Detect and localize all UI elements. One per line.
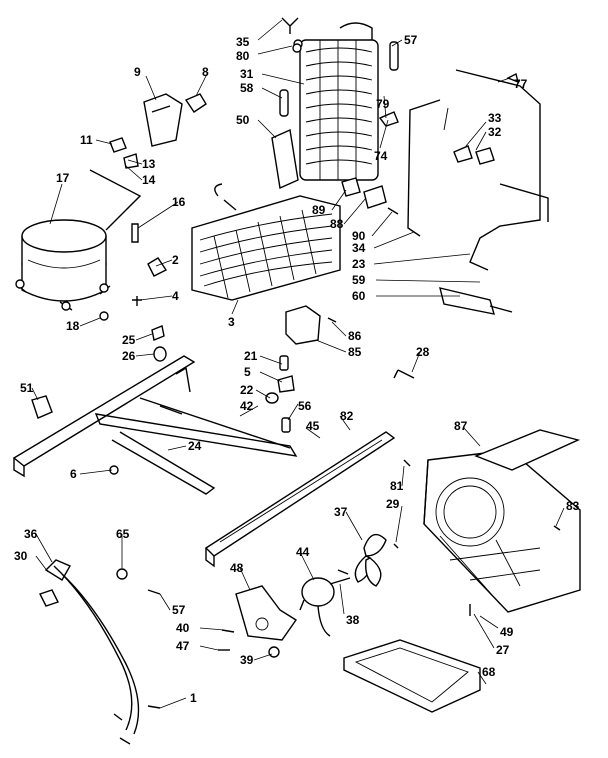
callout-38: 38 bbox=[346, 613, 360, 627]
wire-harness-part bbox=[39, 559, 140, 745]
fan-shroud-part bbox=[423, 449, 581, 613]
callout-9: 9 bbox=[134, 65, 141, 79]
motor-bracket-part bbox=[235, 585, 297, 641]
callout-58: 58 bbox=[240, 81, 254, 95]
leader-lines bbox=[31, 19, 565, 709]
relay-clips-part bbox=[99, 137, 168, 362]
callout-87: 87 bbox=[454, 419, 468, 433]
drier-part bbox=[439, 287, 513, 315]
callout-42: 42 bbox=[240, 399, 254, 413]
foot-bracket-part bbox=[31, 395, 53, 419]
callout-6: 6 bbox=[70, 467, 77, 481]
callout-11: 11 bbox=[80, 133, 93, 147]
callout-16: 16 bbox=[172, 195, 186, 209]
relay-cover-part bbox=[143, 93, 207, 147]
callout-39: 39 bbox=[240, 653, 254, 667]
callout-2: 2 bbox=[172, 253, 179, 267]
callout-31: 31 bbox=[240, 67, 254, 81]
valve-block-part bbox=[341, 177, 399, 215]
callout-28: 28 bbox=[416, 345, 430, 359]
refrigerant-tubing-part bbox=[407, 69, 549, 271]
callout-49: 49 bbox=[500, 625, 514, 639]
callout-21: 21 bbox=[244, 349, 258, 363]
callout-56: 56 bbox=[298, 399, 312, 413]
callout-47: 47 bbox=[176, 639, 190, 653]
callout-26: 26 bbox=[122, 349, 136, 363]
callout-86: 86 bbox=[348, 329, 362, 343]
callout-44: 44 bbox=[296, 545, 310, 559]
callout-36: 36 bbox=[24, 527, 38, 541]
callout-1: 1 bbox=[190, 691, 197, 705]
callout-57-top: 57 bbox=[404, 33, 418, 47]
callout-30: 30 bbox=[14, 549, 28, 563]
coil-clips-part bbox=[279, 17, 520, 127]
callout-18: 18 bbox=[66, 319, 80, 333]
condenser-coil-part bbox=[191, 183, 341, 301]
fan-blade-part bbox=[354, 533, 387, 587]
callout-45: 45 bbox=[306, 419, 320, 433]
callout-4: 4 bbox=[172, 289, 179, 303]
callout-83: 83 bbox=[566, 499, 580, 513]
callout-51: 51 bbox=[20, 381, 34, 395]
callout-13: 13 bbox=[142, 157, 156, 171]
loose-screws-part bbox=[147, 459, 561, 709]
callout-80: 80 bbox=[236, 49, 250, 63]
callout-81: 81 bbox=[390, 479, 404, 493]
callout-85: 85 bbox=[348, 345, 362, 359]
callout-77: 77 bbox=[514, 77, 528, 91]
callout-74: 74 bbox=[374, 149, 388, 163]
callout-32: 32 bbox=[488, 125, 502, 139]
callout-37: 37 bbox=[334, 505, 348, 519]
callout-89: 89 bbox=[312, 203, 326, 217]
callout-22: 22 bbox=[240, 383, 254, 397]
fastener-parts bbox=[265, 355, 415, 433]
callout-17: 17 bbox=[56, 171, 70, 185]
callout-3: 3 bbox=[228, 315, 235, 329]
evaporator-coil-part bbox=[293, 22, 379, 181]
cover-plate-part bbox=[474, 429, 581, 471]
base-frame-part bbox=[12, 355, 298, 495]
fan-motor-part bbox=[299, 577, 351, 637]
callout-29: 29 bbox=[386, 497, 400, 511]
callout-79: 79 bbox=[376, 97, 390, 111]
callout-68: 68 bbox=[482, 665, 496, 679]
callout-40: 40 bbox=[176, 621, 190, 635]
drain-pan-part bbox=[343, 639, 481, 713]
callout-27: 27 bbox=[496, 643, 510, 657]
callout-35: 35 bbox=[236, 35, 250, 49]
callout-8: 8 bbox=[202, 65, 209, 79]
callout-60: 60 bbox=[352, 289, 366, 303]
callout-50: 50 bbox=[236, 113, 250, 127]
callout-labels: 35 80 57 77 9 8 31 58 79 33 32 50 74 11 … bbox=[14, 33, 580, 705]
mounting-bracket-part bbox=[285, 305, 337, 345]
bracket-part bbox=[271, 128, 299, 190]
callout-34: 34 bbox=[352, 241, 366, 255]
callout-90: 90 bbox=[352, 229, 366, 243]
callout-82: 82 bbox=[340, 409, 354, 423]
callout-5: 5 bbox=[244, 365, 251, 379]
callout-65: 65 bbox=[116, 527, 130, 541]
callout-88: 88 bbox=[330, 217, 344, 231]
callout-33: 33 bbox=[488, 111, 502, 125]
callout-57-bottom: 57 bbox=[172, 603, 186, 617]
callout-25: 25 bbox=[122, 333, 136, 347]
compressor-part bbox=[15, 169, 142, 311]
callout-59: 59 bbox=[352, 273, 366, 287]
callout-14: 14 bbox=[142, 173, 156, 187]
rail-part bbox=[204, 431, 396, 568]
callout-48: 48 bbox=[230, 561, 244, 575]
callout-23: 23 bbox=[352, 257, 366, 271]
callout-24: 24 bbox=[188, 439, 202, 453]
